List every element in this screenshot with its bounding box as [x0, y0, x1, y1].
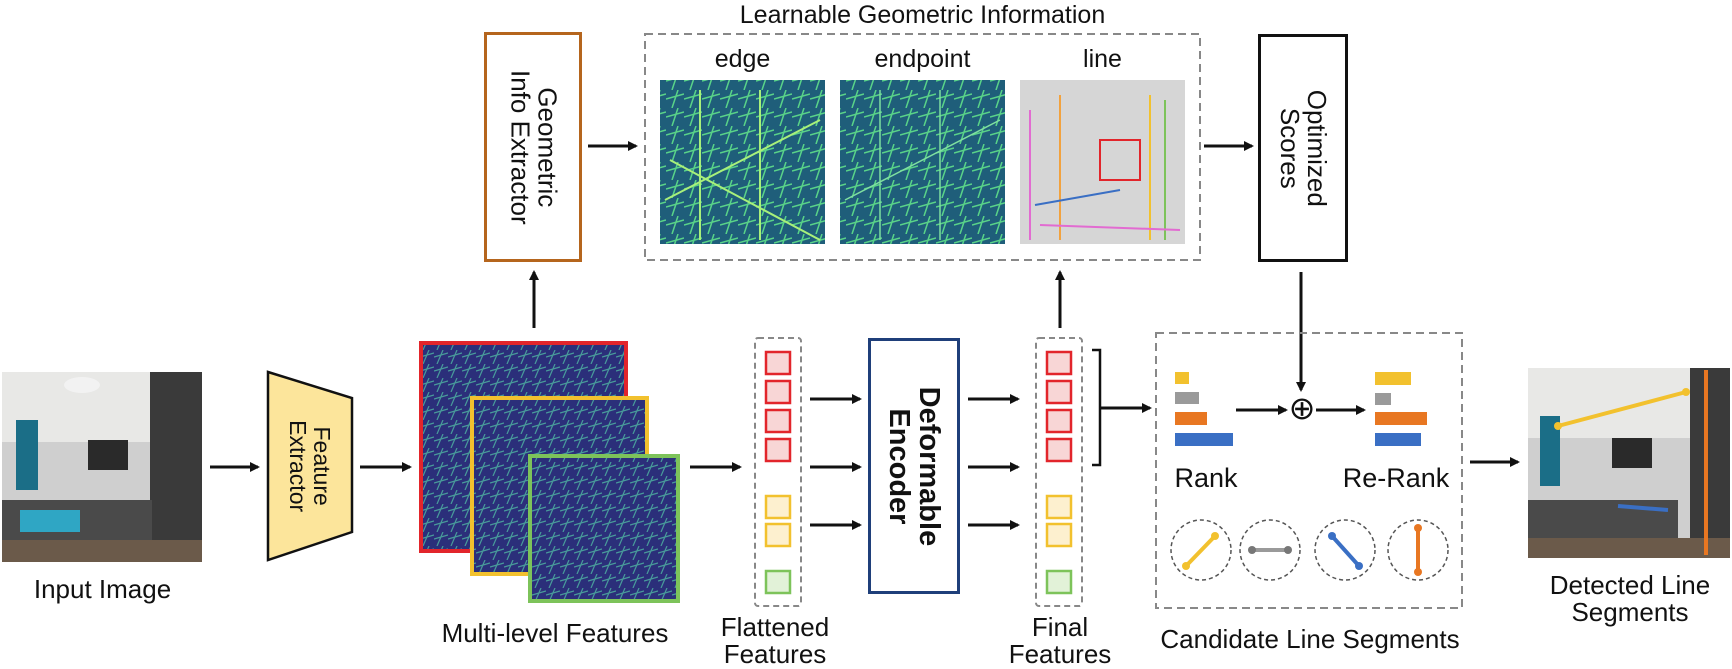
geometric-info-frame — [644, 33, 1201, 261]
detected-image — [1528, 368, 1730, 558]
feature-extractor-label: Feature Extractor — [268, 372, 352, 560]
optimized-scores-box: Optimized Scores — [1258, 34, 1348, 262]
final-line1: Final — [1031, 612, 1089, 642]
flattened-features-label: Flattened Features — [705, 612, 845, 669]
geo-extractor-line2: Info Extractor — [505, 69, 535, 225]
rerank-bars — [1375, 372, 1427, 446]
flattened-line1: Flattened — [720, 612, 830, 642]
candidate-frame — [1155, 332, 1463, 609]
input-image-label: Input Image — [33, 574, 172, 604]
input-image — [2, 372, 202, 562]
flattened-features-column — [754, 337, 802, 607]
edge-label: edge — [714, 45, 771, 73]
scores-line1: Optimized — [1302, 89, 1333, 207]
candidate-label: Candidate Line Segments — [1160, 624, 1460, 654]
deformable-encoder-box: Deformable Encoder — [868, 338, 960, 594]
rank-label: Rank — [1174, 463, 1238, 493]
segment-icon-yellow — [1170, 519, 1232, 581]
rerank-label: Re-Rank — [1342, 463, 1450, 493]
multi-level-features-label: Multi-level Features — [441, 618, 669, 648]
segment-icon-orange — [1387, 519, 1449, 581]
line-map-image — [1020, 80, 1185, 244]
rank-bars — [1175, 372, 1233, 446]
detected-line2: Segments — [1571, 597, 1689, 628]
encoder-line1: Deformable — [913, 386, 946, 546]
feature-extractor-line2: Extractor — [285, 419, 311, 513]
detected-label: Detected Line Segments — [1530, 570, 1730, 628]
edge-map-image — [660, 80, 825, 244]
segment-icon-gray — [1239, 519, 1301, 581]
flattened-line2: Features — [723, 639, 827, 669]
oplus-icon: ⊕ — [1288, 390, 1316, 426]
final-bracket — [1092, 348, 1102, 467]
geometric-info-title: Learnable Geometric Information — [739, 1, 1106, 29]
endpoint-map-image — [840, 80, 1005, 244]
detected-line1: Detected Line — [1549, 570, 1711, 600]
segment-icon-blue — [1314, 519, 1376, 581]
encoder-line2: Encoder — [883, 407, 916, 525]
feature-extractor-line1: Feature — [309, 426, 336, 506]
final-line2: Features — [1008, 639, 1112, 669]
geometric-info-extractor-box: Geometric Info Extractor — [484, 32, 582, 262]
final-features-column — [1035, 337, 1083, 607]
feature-extractor-shape — [266, 370, 354, 562]
feature-map-level3 — [528, 454, 680, 603]
scores-line2: Scores — [1275, 107, 1306, 189]
geo-extractor-line1: Geometric — [532, 87, 563, 207]
line-label: line — [1083, 45, 1122, 73]
final-features-label: Final Features — [990, 612, 1130, 669]
endpoint-label: endpoint — [874, 45, 971, 73]
